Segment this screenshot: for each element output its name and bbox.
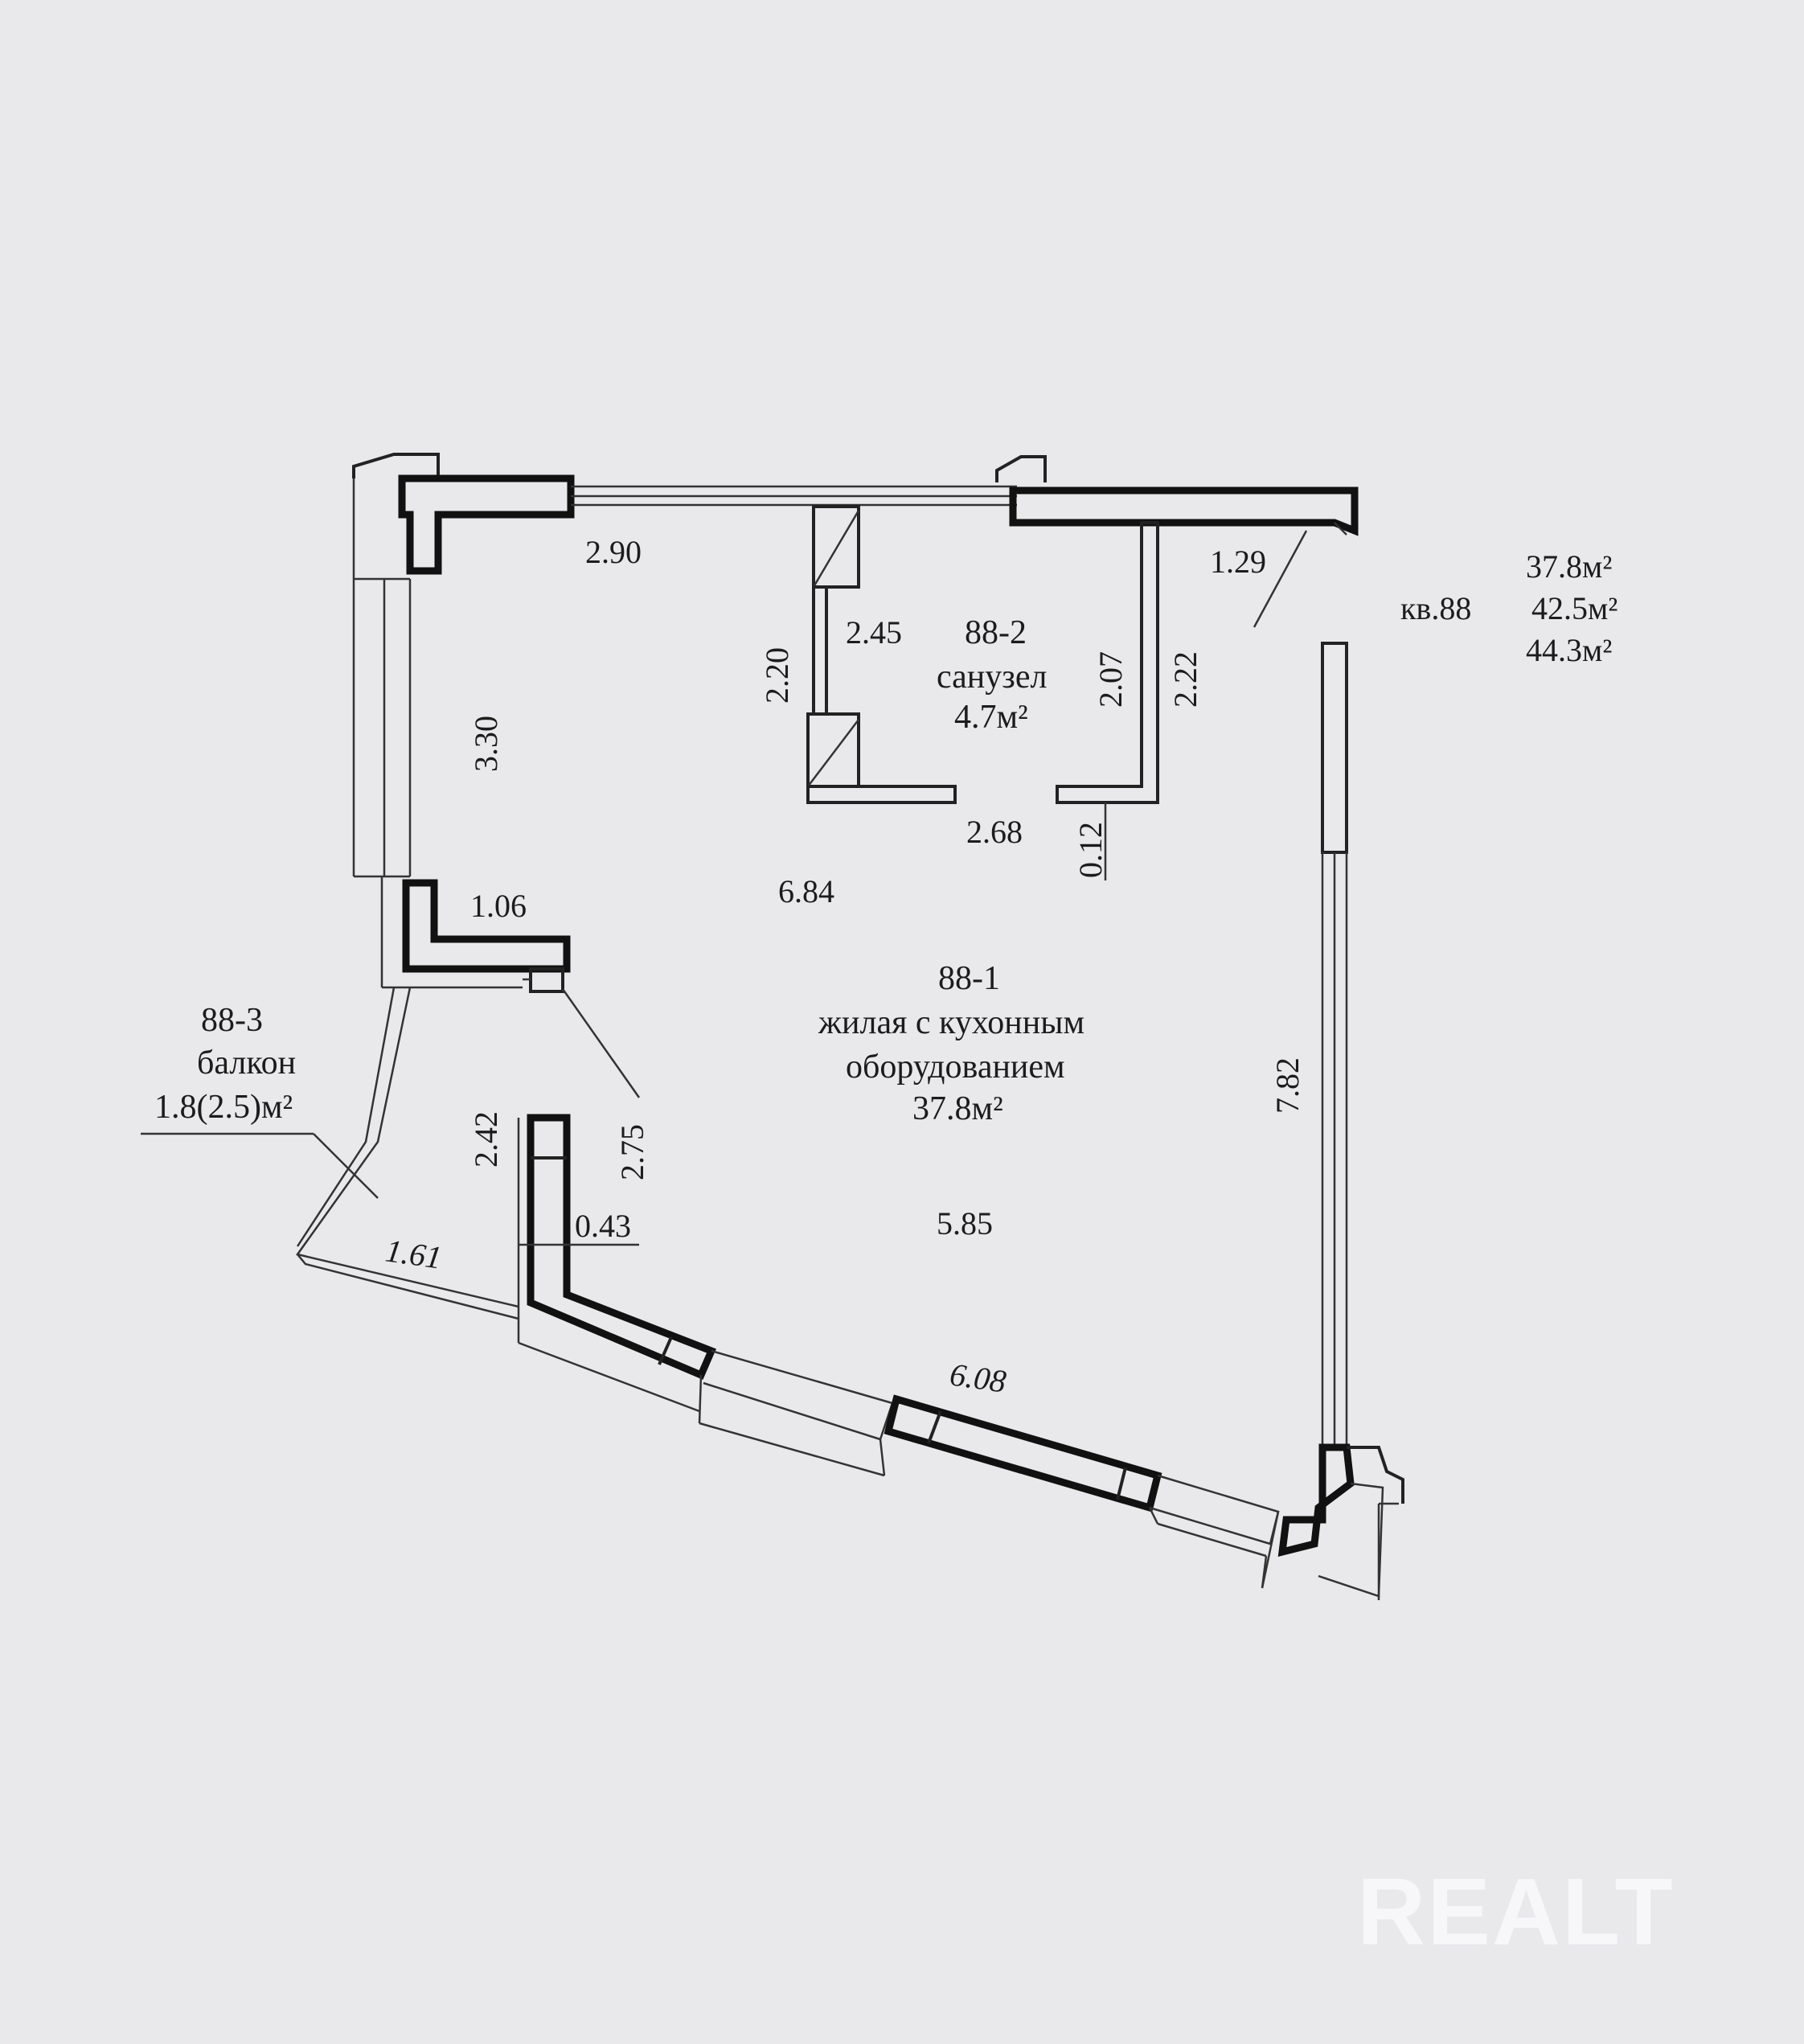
dim-6-84: 6.84 — [778, 873, 834, 909]
living-name-line2: оборудованием — [846, 1049, 1065, 1086]
balcony-area: 1.8(2.5)м² — [154, 1089, 293, 1126]
apartment-area-3: 44.3м² — [1526, 632, 1612, 668]
dim-2-22: 2.22 — [1167, 651, 1203, 708]
leader-lines — [141, 530, 1308, 1246]
bathroom-wall-left-top — [812, 505, 860, 589]
bathroom-wall-left-mid — [812, 585, 828, 716]
apartment-area-2: 42.5м² — [1531, 590, 1617, 626]
bathroom-id: 88-2 — [965, 614, 1027, 651]
walls — [295, 453, 1404, 1600]
dim-top-1-29: 1.29 — [1210, 544, 1266, 580]
apartment-label: кв.88 — [1400, 590, 1471, 626]
apartment-summary: кв.88 37.8м² 42.5м² 44.3м² — [1400, 548, 1617, 668]
right-wall-upper — [1321, 642, 1348, 854]
dim-0-12: 0.12 — [1072, 822, 1109, 878]
top-wall-left — [398, 474, 575, 575]
watermark-logo: REALT — [1357, 1859, 1675, 1965]
room-labels: 88-2 санузел 4.7м² 88-1 жилая с кухонным… — [154, 614, 1084, 1127]
dimension-labels: 2.90 1.29 3.30 2.20 2.45 2.07 2.22 2.68 … — [383, 534, 1306, 1400]
dim-2-07: 2.07 — [1093, 651, 1129, 708]
living-name-line1: жилая с кухонным — [818, 1004, 1084, 1041]
top-wall-right — [1009, 486, 1359, 536]
balcony-id: 88-3 — [201, 1002, 263, 1039]
bathroom-wall-bottom-right — [1056, 521, 1159, 804]
dim-2-42: 2.42 — [468, 1111, 504, 1168]
left-ledge-wall — [402, 879, 571, 973]
dim-2-75: 2.75 — [614, 1124, 650, 1180]
bottom-wall-mid — [884, 1394, 1162, 1512]
bottom-right-corner-wall — [1277, 1443, 1355, 1557]
dim-left-3-30: 3.30 — [468, 716, 504, 772]
dim-1-06: 1.06 — [470, 888, 527, 924]
bathroom-name: санузел — [937, 659, 1047, 696]
apartment-area-1: 37.8м² — [1526, 548, 1612, 585]
dim-top-2-90: 2.90 — [585, 534, 642, 570]
dim-6-08: 6.08 — [948, 1356, 1009, 1399]
bathroom-wall-bottom-left — [806, 785, 957, 804]
dim-2-20: 2.20 — [759, 647, 795, 704]
living-area: 37.8м² — [912, 1090, 1003, 1127]
balcony-outline — [295, 987, 519, 1308]
dim-7-82: 7.82 — [1269, 1057, 1306, 1114]
dim-2-68: 2.68 — [966, 814, 1023, 850]
dim-1-61: 1.61 — [383, 1232, 445, 1275]
dim-5-85: 5.85 — [937, 1205, 993, 1242]
dim-2-45: 2.45 — [846, 614, 902, 651]
dim-0-43: 0.43 — [575, 1208, 631, 1244]
balcony-name: балкон — [197, 1045, 296, 1082]
living-id: 88-1 — [938, 960, 1000, 997]
bathroom-area: 4.7м² — [954, 699, 1028, 736]
